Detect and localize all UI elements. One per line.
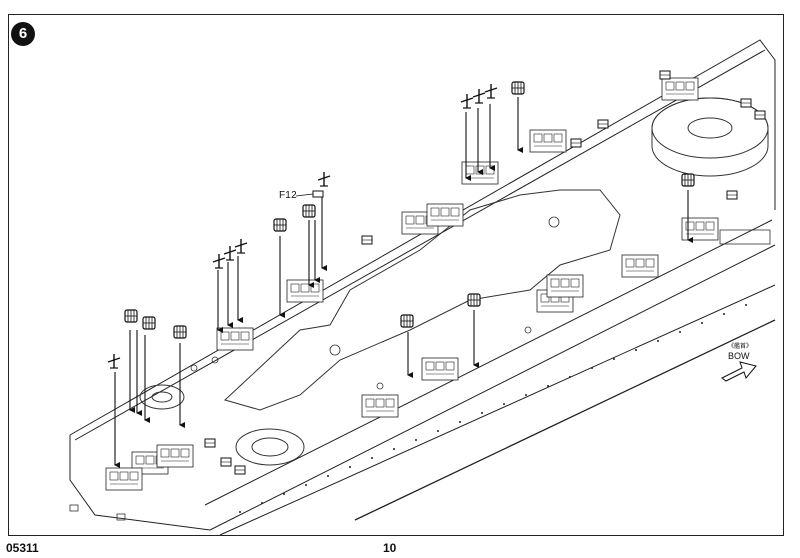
bow-label-cn: 《艦首》: [728, 344, 753, 350]
bow-label: BOW: [728, 351, 750, 361]
deck-rings: [139, 97, 769, 466]
install-arrows: [114, 97, 693, 468]
part-callout-f12: F12: [279, 190, 297, 201]
kit-code: 05311: [6, 541, 39, 555]
step-number-badge: 6: [11, 22, 35, 46]
deck-details: [69, 216, 771, 521]
page-number: 10: [383, 541, 397, 555]
hull-outline: [69, 39, 776, 536]
loose-parts: [107, 81, 695, 369]
deck-rafts: [204, 70, 766, 475]
bow-direction-arrow: [721, 361, 757, 382]
page-frame: [8, 14, 784, 536]
superstructure-outline: [224, 189, 621, 411]
portholes: [239, 304, 747, 513]
